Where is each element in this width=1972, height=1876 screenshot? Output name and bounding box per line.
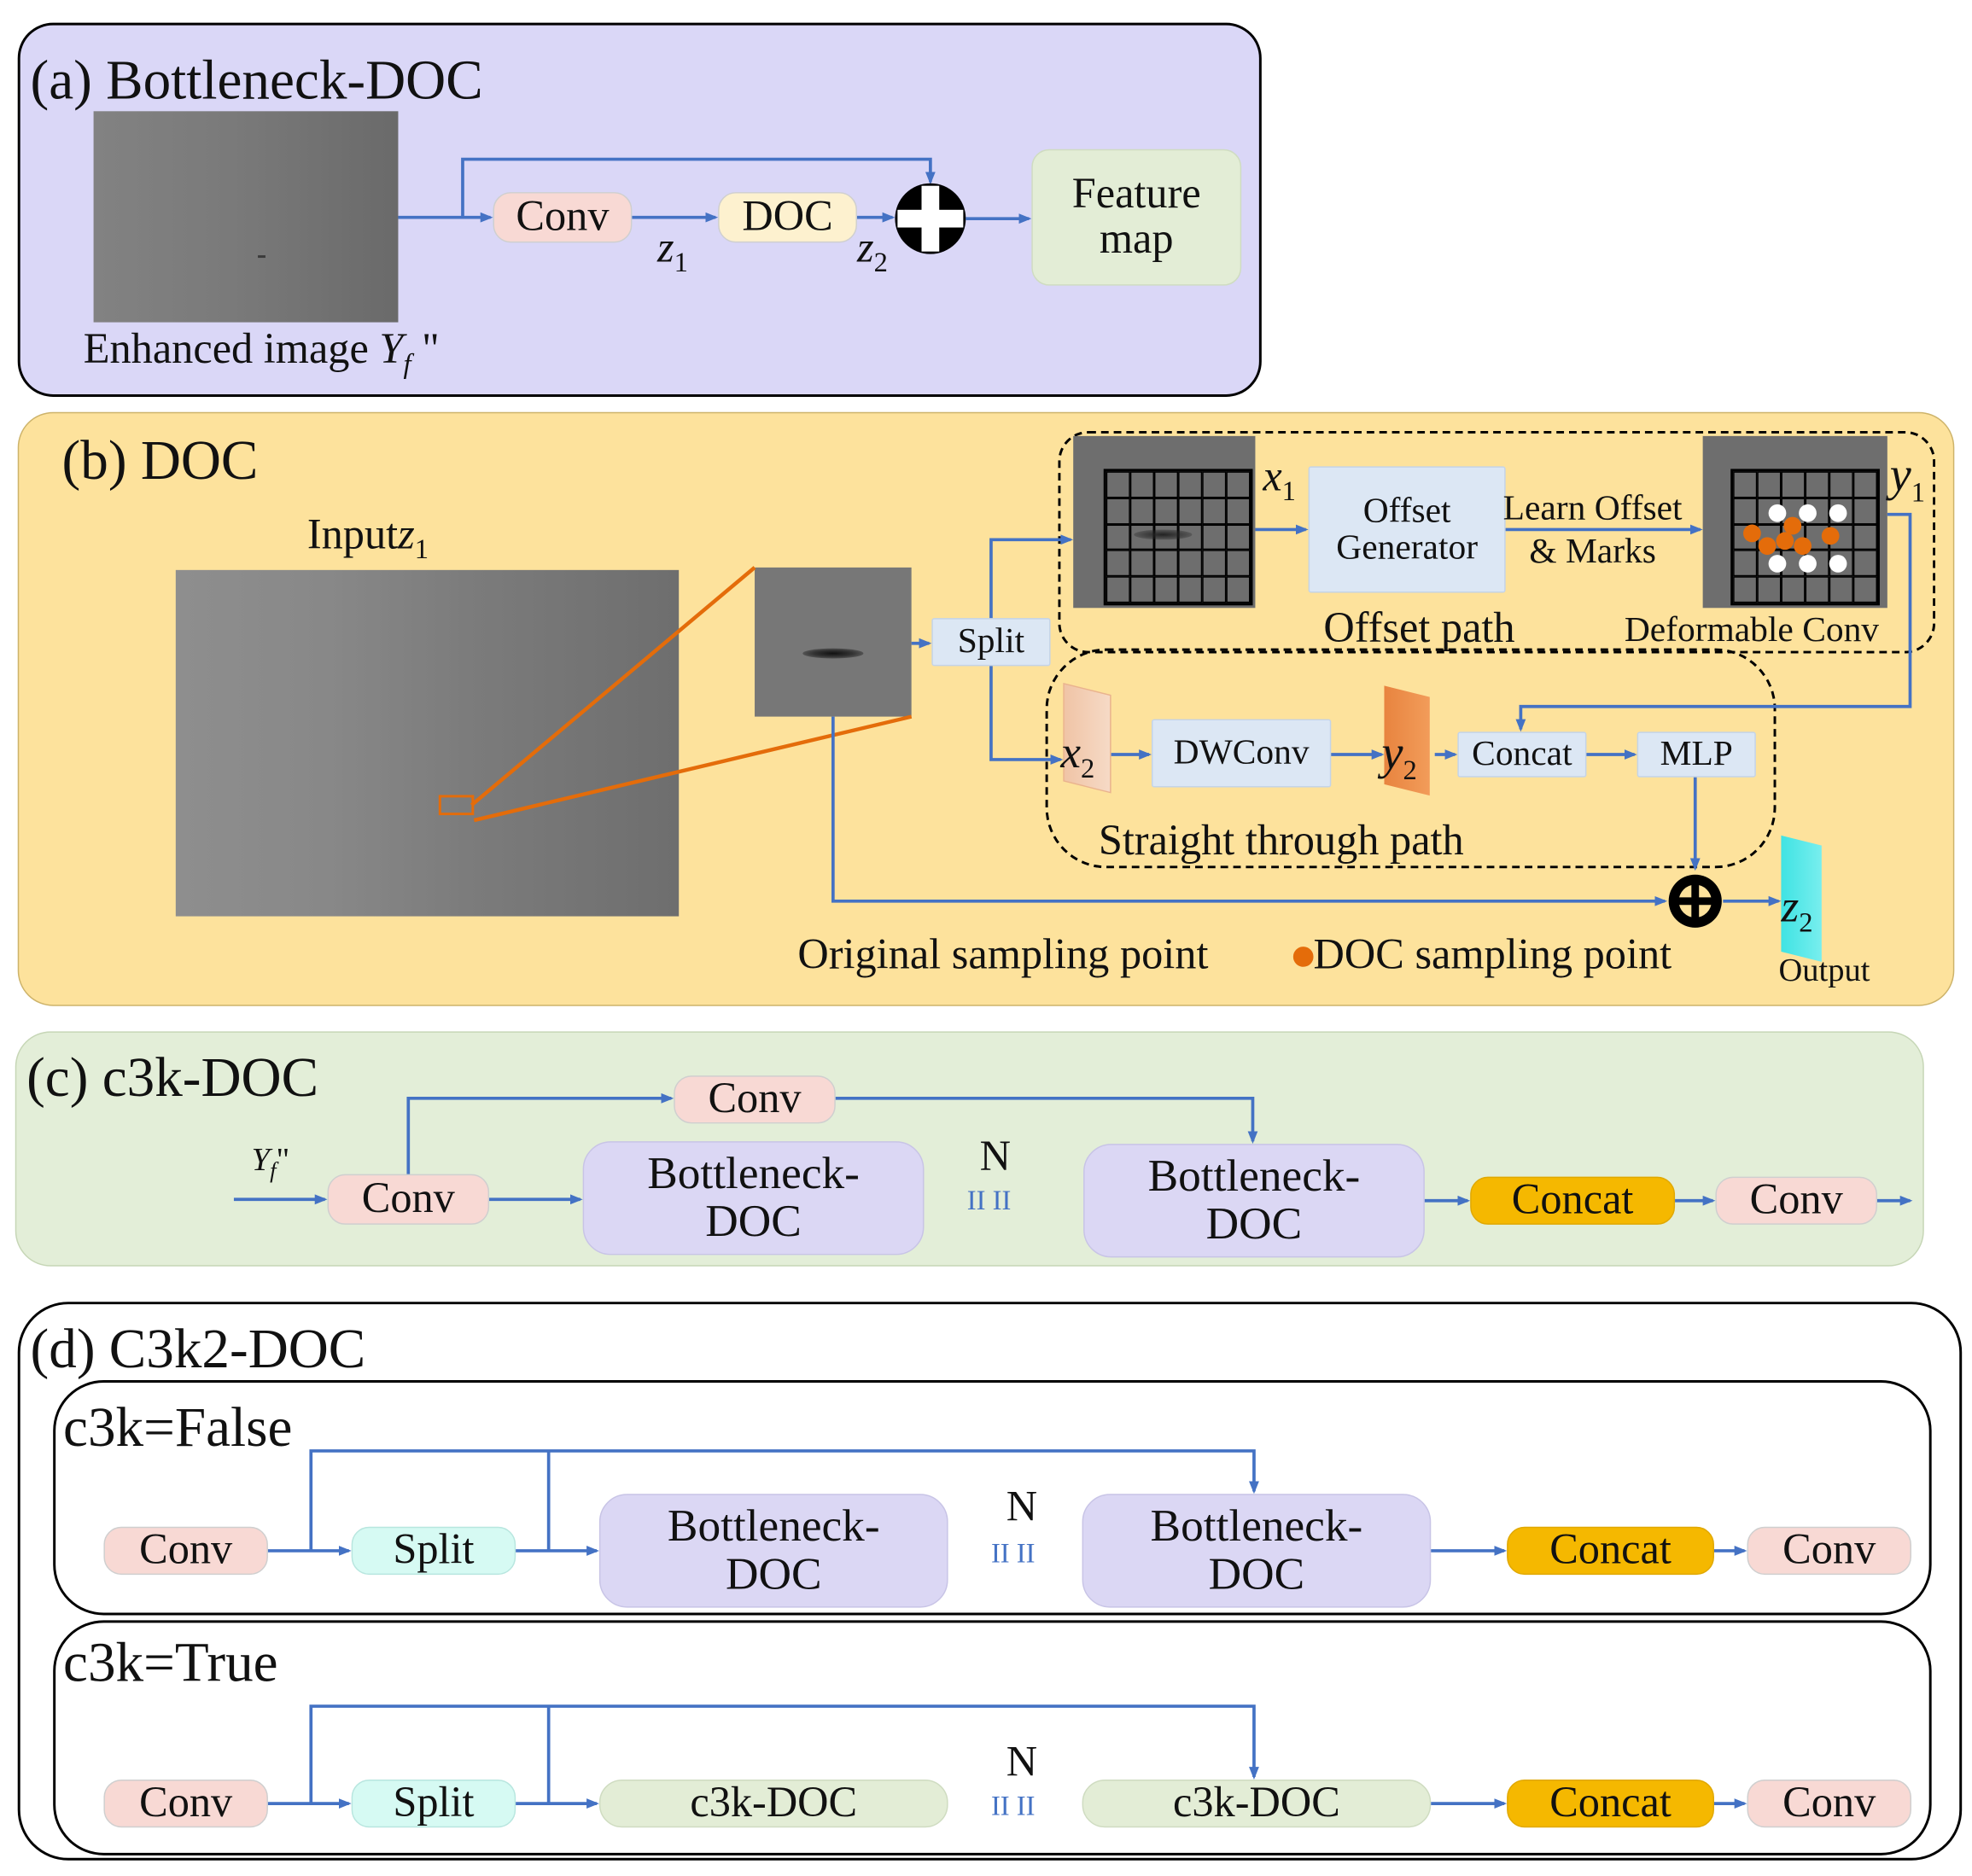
output-label: Output	[1778, 952, 1870, 988]
arrow-skip	[461, 157, 936, 218]
n-ticks-false: II II	[990, 1536, 1036, 1569]
arrow-top-to-b2	[835, 1096, 1258, 1145]
block2-false: Bottleneck-DOC	[1082, 1494, 1432, 1608]
offset-path-label: Offset path	[1323, 605, 1515, 653]
panel-c-input: Yf"	[251, 1141, 290, 1184]
concat-c: Concat	[1470, 1176, 1676, 1225]
zoom-line-top	[470, 566, 756, 807]
c3k-true-title: c3k=True	[63, 1631, 278, 1694]
panel-a-arrows	[398, 157, 1032, 254]
n-label-c: N	[979, 1133, 1011, 1181]
concat-true: Concat	[1507, 1779, 1714, 1828]
panel-d-arrows	[267, 1449, 1747, 1809]
n-ticks-true: II II	[990, 1789, 1036, 1821]
conv-box: Conv	[493, 192, 633, 243]
conv-false: Conv	[103, 1526, 268, 1576]
panel-c-arrows	[233, 1092, 1913, 1206]
panel-b-arrows	[470, 512, 1912, 928]
block2-true: c3k-DOC	[1082, 1779, 1432, 1828]
y1-feature-image	[1702, 435, 1887, 609]
conv-top-c: Conv	[674, 1075, 836, 1124]
input-image	[175, 569, 680, 917]
enhanced-image-caption: Enhanced image Yf "	[83, 326, 440, 379]
doc-box: DOC	[718, 192, 857, 243]
z2-output-label: z2	[1781, 881, 1813, 939]
panel-c-title: (c) c3k-DOC	[26, 1046, 319, 1109]
panel-c: (c) c3k-DOC Yf" Conv Conv Bottleneck-DOC…	[15, 1031, 1924, 1267]
arrow-y1-to-concat	[1515, 512, 1912, 732]
add-icon	[895, 183, 966, 254]
arrow-split-up	[989, 534, 1074, 619]
x1-label: x1	[1263, 453, 1296, 507]
add-icon-b	[1668, 874, 1722, 928]
split-false: Split	[351, 1526, 516, 1576]
conv-right-c: Conv	[1715, 1176, 1877, 1225]
panel-a-title: (a) Bottleneck-DOC	[30, 49, 483, 112]
split-box: Split	[931, 618, 1051, 667]
arrow-t-skip	[309, 1704, 1259, 1804]
z2-label: z2	[856, 224, 888, 278]
split-true: Split	[351, 1779, 516, 1828]
c3k-false-frame	[53, 1380, 1932, 1616]
input-label: Inputz1	[306, 511, 429, 565]
deformable-conv-label: Deformable Conv	[1624, 610, 1880, 650]
y1-label: y1	[1889, 448, 1926, 508]
block1-true: c3k-DOC	[598, 1779, 948, 1828]
conv-out-false: Conv	[1747, 1526, 1911, 1576]
mlp-box: MLP	[1637, 731, 1756, 778]
panel-d-title: (d) C3k2-DOC	[30, 1318, 366, 1381]
arrow-patch-to-add	[831, 716, 1668, 906]
n-label-true: N	[1006, 1739, 1038, 1786]
legend-original: Original sampling point	[797, 931, 1209, 979]
offset-path-region	[1058, 430, 1936, 654]
arrow-f-skip	[309, 1449, 1259, 1551]
block1-false: Bottleneck-DOC	[598, 1494, 948, 1608]
zoom-line-bottom	[473, 714, 913, 823]
n-ticks-c: II II	[966, 1184, 1012, 1216]
panel-a: (a) Bottleneck-DOC Enhanced image Yf " C…	[17, 22, 1262, 397]
conv-true: Conv	[103, 1779, 268, 1828]
concat-box-b: Concat	[1457, 731, 1587, 778]
learn-offset-label: Learn Offset & Marks	[1502, 489, 1683, 572]
bottleneck2-c: Bottleneck-DOC	[1083, 1144, 1425, 1258]
panel-b-title: (b) DOC	[61, 429, 259, 492]
dwconv-box: DWConv	[1152, 719, 1332, 788]
z1-label: z1	[657, 224, 688, 278]
enhanced-image	[93, 111, 399, 323]
straight-path-label: Straight through path	[1098, 818, 1464, 865]
c3k-true-frame	[53, 1620, 1932, 1856]
c3k-false-title: c3k=False	[63, 1396, 293, 1459]
panel-d: (d) C3k2-DOC c3k=False Conv Split Bottle…	[17, 1302, 1963, 1861]
conv-out-true: Conv	[1747, 1779, 1911, 1828]
arrow-conv-to-top	[406, 1092, 674, 1174]
x2-label: x2	[1060, 726, 1095, 784]
concat-false: Concat	[1507, 1526, 1714, 1576]
legend-orange-dot	[1292, 947, 1314, 967]
panel-b: (b) DOC Inputz1 Split x1	[17, 411, 1955, 1006]
zoomed-patch	[755, 567, 912, 717]
arrow-split-down	[989, 666, 1064, 765]
y2-label: y2	[1381, 726, 1417, 786]
conv-left-c: Conv	[327, 1174, 490, 1225]
n-label-false: N	[1006, 1483, 1038, 1531]
bottleneck1-c: Bottleneck-DOC	[582, 1141, 925, 1256]
legend-doc: DOC sampling point	[1313, 931, 1672, 979]
x1-feature-image	[1073, 435, 1256, 609]
